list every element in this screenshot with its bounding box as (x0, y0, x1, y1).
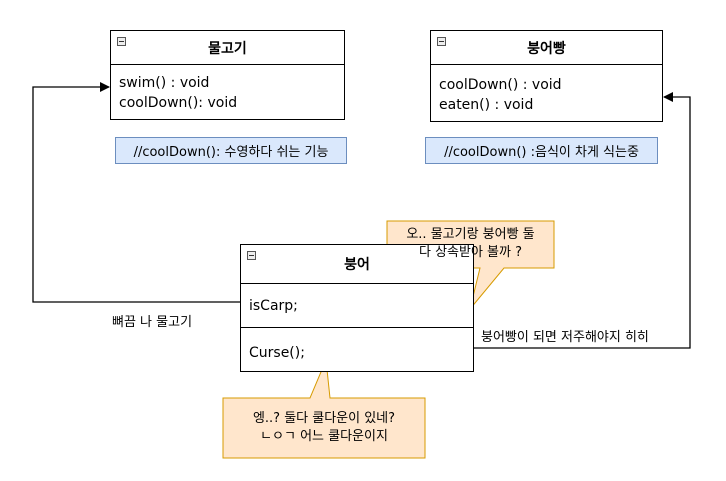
collapse-icon[interactable] (437, 37, 446, 46)
class-fish-methods: swim() : void coolDown(): void (111, 65, 344, 117)
note-bungeoppang: //coolDown() :음식이 차게 식는중 (425, 137, 658, 164)
method: coolDown(): void (119, 95, 238, 111)
class-carp[interactable]: 붕어 isCarp; Curse(); (240, 244, 474, 372)
class-carp-attributes: isCarp; (241, 284, 473, 328)
class-bungeoppang-methods: coolDown() : void eaten() : void (431, 65, 662, 119)
edge-carp-to-bungeoppang (473, 92, 691, 349)
method: Curse(); (249, 345, 305, 361)
collapse-icon[interactable] (247, 251, 256, 260)
class-bungeoppang[interactable]: 붕어빵 coolDown() : void eaten() : void (430, 30, 663, 122)
edge-label-to-fish: 뼈끔 나 물고기 (112, 311, 193, 330)
collapse-icon[interactable] (117, 37, 126, 46)
class-fish-name: 물고기 (208, 40, 247, 57)
method: swim() : void (119, 75, 210, 91)
callout-top-text: 오.. 물고기랑 붕어빵 둘 다 상속받아 볼까 ? (406, 227, 535, 260)
class-carp-methods: Curse(); (241, 328, 473, 367)
note-fish: //coolDown(): 수영하다 쉬는 기능 (115, 137, 347, 164)
edge-carp-to-fish (32, 82, 241, 303)
class-bungeoppang-header: 붕어빵 (431, 31, 662, 65)
class-carp-header: 붕어 (241, 245, 473, 284)
method: eaten() : void (439, 97, 534, 113)
callout-bottom-text: 엥..? 둘다 쿨다운이 있네? ㄴㅇㄱ 어느 쿨다운이지 (252, 411, 396, 444)
class-bungeoppang-name: 붕어빵 (527, 40, 566, 57)
class-fish-header: 물고기 (111, 31, 344, 65)
method: coolDown() : void (439, 77, 562, 93)
class-fish[interactable]: 물고기 swim() : void coolDown(): void (110, 30, 345, 120)
class-carp-name: 붕어 (344, 257, 370, 273)
attribute: isCarp; (249, 298, 298, 314)
edge-label-to-bungeoppang: 붕어빵이 되면 저주해야지 히히 (481, 326, 649, 345)
callout-bottom-shape (222, 359, 426, 459)
